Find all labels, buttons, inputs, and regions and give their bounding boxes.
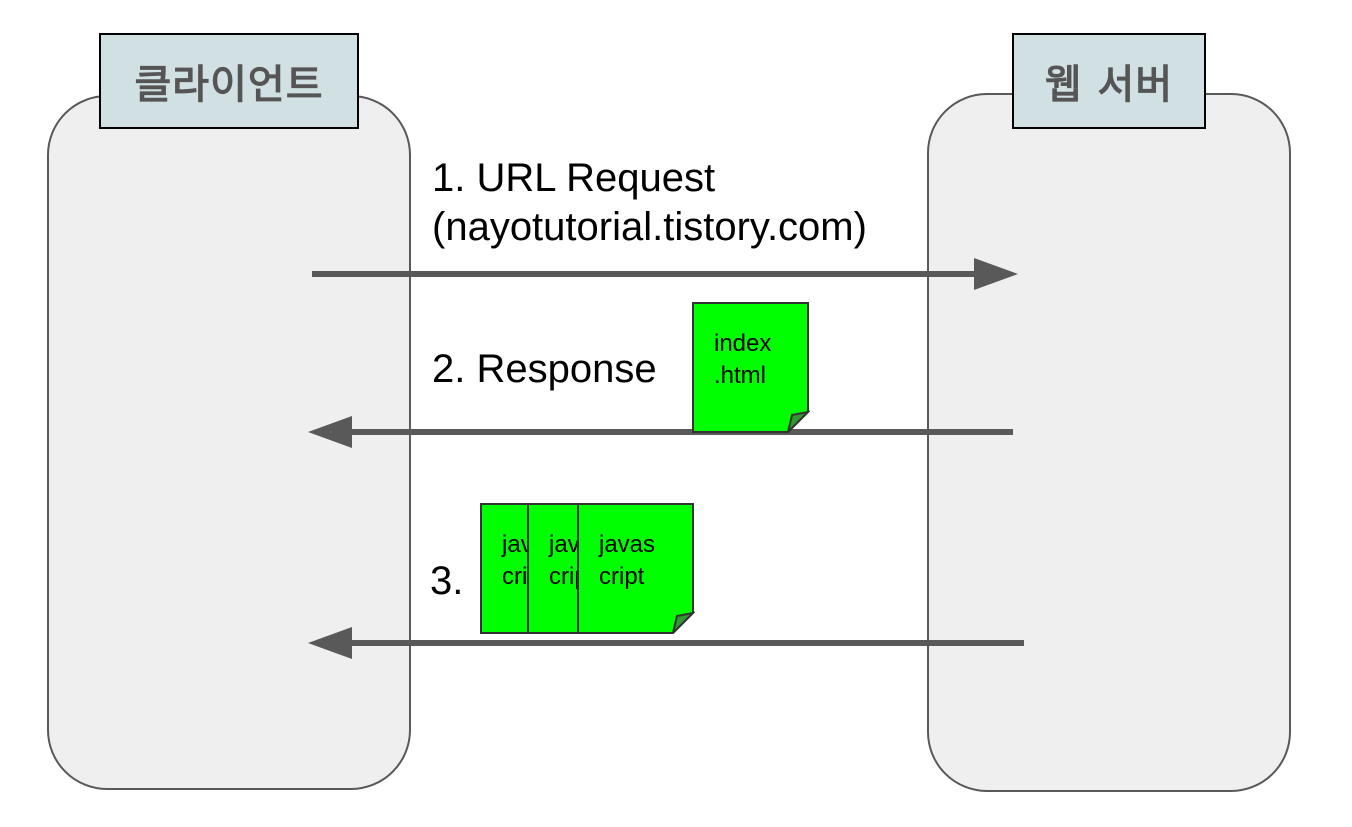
response-arrow-head bbox=[308, 416, 352, 448]
server-panel bbox=[927, 93, 1291, 792]
index-html-document: index .html bbox=[692, 302, 810, 433]
script-arrow-head bbox=[308, 627, 352, 659]
javascript-label-2: javas cript bbox=[549, 531, 579, 590]
javascript-label-3: javas cript bbox=[599, 531, 656, 590]
step2-title: 2. Response bbox=[432, 347, 657, 391]
step1-title: 1. URL Request bbox=[432, 156, 716, 200]
javascript-label-1: javas cript bbox=[502, 531, 530, 590]
step3-title: 3. bbox=[430, 559, 464, 603]
javascript-document-2: javas cript bbox=[527, 503, 579, 634]
client-label: 클라이언트 bbox=[99, 33, 359, 129]
request-arrow-head bbox=[974, 258, 1018, 290]
server-label: 웹 서버 bbox=[1012, 33, 1206, 129]
javascript-document-3: javas cript bbox=[577, 503, 695, 634]
index-html-label: index .html bbox=[714, 330, 772, 389]
step1-url: (nayotutorial.tistory.com) bbox=[432, 205, 867, 249]
javascript-document-1: javas cript bbox=[480, 503, 530, 634]
